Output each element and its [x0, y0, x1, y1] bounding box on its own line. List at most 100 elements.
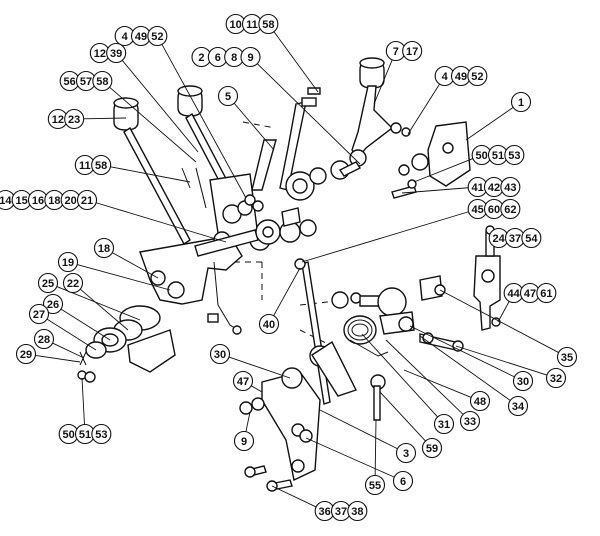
- lower-bracket: [127, 329, 176, 373]
- callout-bubble: [258, 313, 280, 335]
- callout-40: 40: [258, 267, 301, 335]
- washer: [411, 153, 429, 171]
- bushing: [167, 281, 185, 299]
- top-bolt: [307, 87, 321, 95]
- leader-line: [319, 409, 398, 450]
- leader-line: [81, 377, 85, 425]
- callout-47: 47: [232, 370, 263, 393]
- callout-bubble: [106, 42, 127, 64]
- plate-lever: [311, 340, 357, 397]
- callout-bubble: [42, 293, 64, 315]
- part-number: 33: [464, 416, 476, 428]
- callout-bubble: [64, 108, 85, 130]
- callout-26: 26: [42, 293, 111, 341]
- leader-line: [407, 83, 440, 135]
- callout-31: 31: [361, 333, 455, 435]
- washer: [309, 167, 327, 185]
- callout-30-right: 30: [409, 325, 534, 392]
- part-number: 42: [488, 182, 500, 194]
- part-number: 36: [319, 506, 331, 518]
- leader-line: [403, 369, 472, 398]
- part-number: 50: [63, 429, 75, 441]
- part-number: 18: [48, 195, 60, 207]
- part-number: 62: [504, 204, 516, 216]
- washer: [398, 164, 410, 176]
- part-number: 3: [403, 448, 409, 460]
- part-number: 6: [215, 52, 221, 64]
- callout-bubble: [217, 85, 239, 107]
- part-number: 31: [438, 419, 450, 431]
- leader-line: [385, 339, 464, 415]
- bolt: [338, 161, 362, 177]
- part-number: 11: [246, 19, 258, 31]
- bolt-head: [244, 466, 256, 478]
- part-number: 25: [42, 278, 54, 290]
- part-number: 40: [263, 319, 275, 331]
- leader-line: [256, 63, 361, 165]
- part-number: 59: [426, 443, 438, 455]
- leader-line: [121, 60, 199, 153]
- part-number: 17: [406, 46, 418, 58]
- center-washer-bore: [262, 226, 274, 238]
- part-number: 58: [95, 160, 107, 172]
- spring-rod: [181, 167, 191, 189]
- callout-5: 5: [217, 85, 275, 151]
- washer: [251, 397, 265, 411]
- part-number: 49: [455, 71, 467, 83]
- leader-line: [110, 166, 191, 183]
- callout-bubble: [433, 413, 455, 435]
- bolt-head: [239, 401, 253, 415]
- short-lever: [251, 139, 277, 191]
- nut: [291, 459, 305, 473]
- part-number: 19: [62, 257, 74, 269]
- washer: [84, 371, 96, 383]
- callout-bubble: [37, 272, 59, 294]
- callout-bubble: [421, 437, 443, 459]
- part-number: 47: [524, 288, 536, 300]
- part-number: 30: [214, 349, 226, 361]
- center-block: [281, 207, 301, 227]
- callout-bubble: [364, 474, 386, 496]
- spring-rod: [195, 167, 207, 209]
- callout-33: 33: [385, 339, 481, 432]
- part-number: 32: [550, 373, 562, 385]
- callout-bubble: [545, 367, 567, 389]
- callout-bubble: [556, 346, 578, 368]
- leader-line: [374, 419, 377, 476]
- part-number: 2: [198, 52, 204, 64]
- plate-bolt: [373, 385, 381, 421]
- leader-line: [233, 102, 275, 151]
- leader-line: [60, 308, 111, 341]
- block-hole: [481, 269, 495, 283]
- part-number: 47: [237, 376, 249, 388]
- part-number: 39: [110, 48, 122, 60]
- part-number: 16: [32, 195, 44, 207]
- callout-bubble: [536, 282, 557, 304]
- callout-bubble: [28, 303, 50, 325]
- leader-line: [79, 288, 129, 331]
- callout-bubble: [507, 395, 529, 417]
- callout-bubble: [467, 65, 488, 87]
- spring-clip: [79, 351, 87, 366]
- leader-line: [361, 333, 438, 418]
- callout-bubble: [392, 470, 414, 492]
- part-number: 34: [512, 401, 525, 413]
- leader-line: [439, 289, 559, 353]
- right-lever: [351, 85, 394, 160]
- callout-bubble: [459, 410, 481, 432]
- callout-18: 18: [93, 237, 159, 279]
- part-number: 57: [80, 76, 92, 88]
- hub-bore: [292, 178, 308, 194]
- part-number: 58: [96, 76, 108, 88]
- leader-line: [83, 117, 127, 120]
- callout-27: 27: [28, 303, 97, 351]
